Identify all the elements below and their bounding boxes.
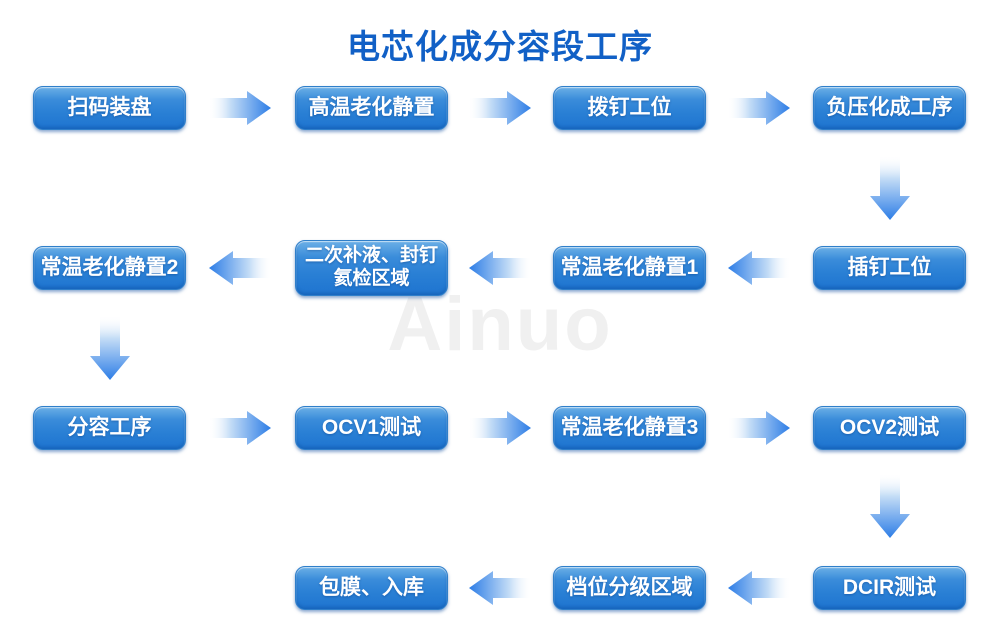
node-high-temp-aging: 高温老化静置 bbox=[295, 86, 448, 130]
node-dcir-test: DCIR测试 bbox=[813, 566, 966, 610]
arrow-left-icon bbox=[209, 251, 271, 285]
arrow-down-icon bbox=[90, 316, 130, 380]
arrow-right-icon bbox=[728, 91, 790, 125]
node-negative-pressure-formation: 负压化成工序 bbox=[813, 86, 966, 130]
node-scan-tray: 扫码装盘 bbox=[33, 86, 186, 130]
watermark: Ainuo bbox=[387, 282, 613, 367]
node-wrap-and-warehouse: 包膜、入库 bbox=[295, 566, 448, 610]
arrow-left-icon bbox=[469, 251, 531, 285]
arrow-down-icon bbox=[870, 474, 910, 538]
arrow-left-icon bbox=[728, 571, 790, 605]
arrow-right-icon bbox=[469, 91, 531, 125]
arrow-right-icon bbox=[209, 411, 271, 445]
node-room-temp-aging-2: 常温老化静置2 bbox=[33, 246, 186, 290]
node-capacity-grading-process: 分容工序 bbox=[33, 406, 186, 450]
node-pin-pull-station: 拨钉工位 bbox=[553, 86, 706, 130]
node-grade-sorting-area: 档位分级区域 bbox=[553, 566, 706, 610]
arrow-left-icon bbox=[469, 571, 531, 605]
node-room-temp-aging-3: 常温老化静置3 bbox=[553, 406, 706, 450]
arrow-left-icon bbox=[728, 251, 790, 285]
node-ocv1-test: OCV1测试 bbox=[295, 406, 448, 450]
node-room-temp-aging-1: 常温老化静置1 bbox=[553, 246, 706, 290]
node-pin-insert-station: 插钉工位 bbox=[813, 246, 966, 290]
arrow-right-icon bbox=[209, 91, 271, 125]
node-second-fill-seal-helium: 二次补液、封钉 氦检区域 bbox=[295, 240, 448, 296]
arrow-down-icon bbox=[870, 156, 910, 220]
page-title: 电芯化成分容段工序 bbox=[347, 28, 653, 65]
arrow-right-icon bbox=[728, 411, 790, 445]
arrow-right-icon bbox=[469, 411, 531, 445]
node-ocv2-test: OCV2测试 bbox=[813, 406, 966, 450]
